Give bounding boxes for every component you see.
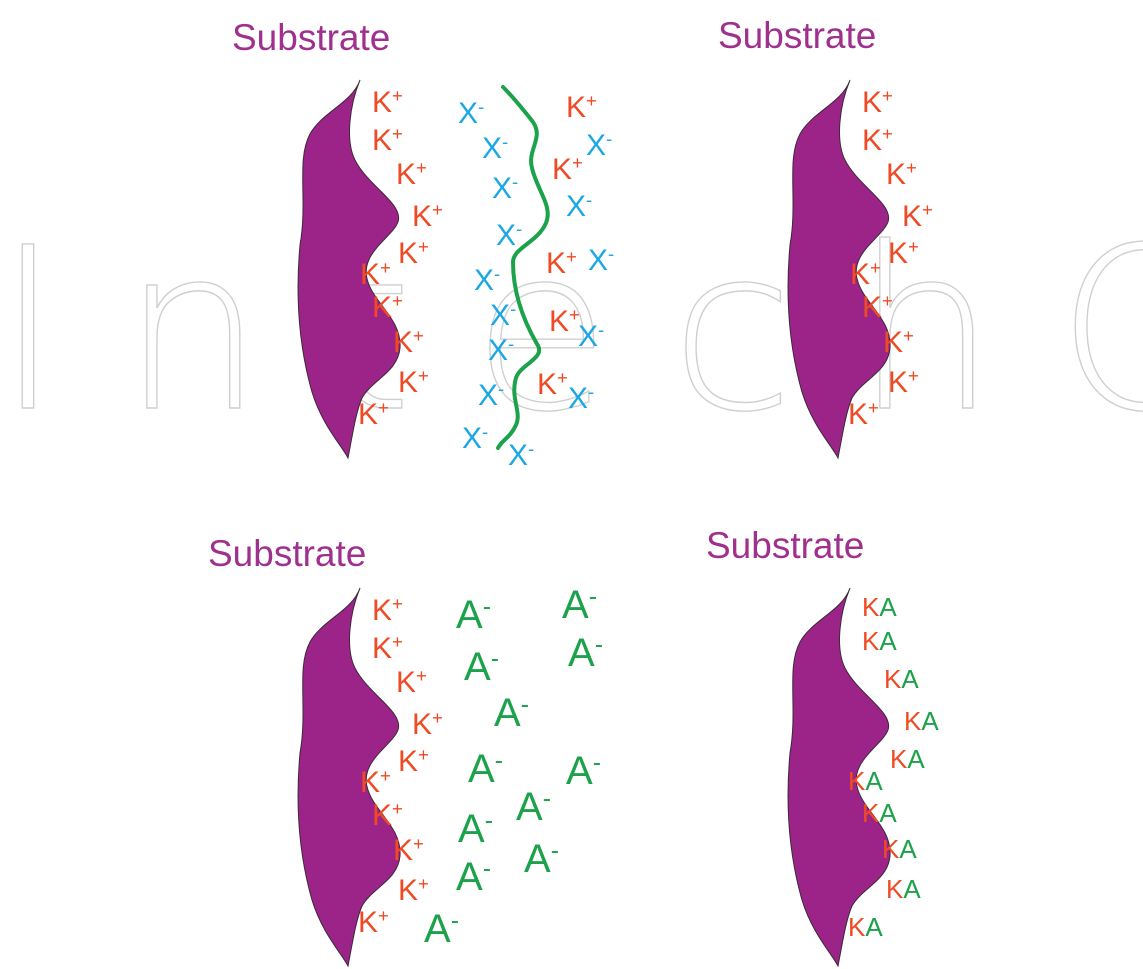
- cation-k-p1-10: K+: [358, 397, 389, 431]
- cation-k-p2-9: K+: [888, 365, 919, 399]
- cation-k-far-5: K+: [537, 367, 568, 401]
- anion-x-8: X-: [478, 378, 504, 412]
- cation-k-far-3: K+: [546, 246, 577, 280]
- anion-a-7: A-: [424, 907, 459, 951]
- cation-k-p3-6: K+: [360, 765, 391, 799]
- anion-x-12: X-: [566, 189, 592, 223]
- substrate-title-1: Substrate: [232, 17, 390, 58]
- ion-pair-ka-8: KA: [882, 834, 917, 864]
- cation-k-p1-5: K+: [398, 236, 429, 270]
- anion-a-4: A-: [468, 747, 503, 791]
- substrate-title-2: Substrate: [718, 15, 876, 56]
- cation-k-p2-10: K+: [848, 397, 879, 431]
- anion-a-6: A-: [456, 855, 491, 899]
- anion-x-4: X-: [496, 218, 522, 252]
- cation-k-p1-3: K+: [396, 157, 427, 191]
- anion-x-2: X-: [482, 131, 508, 165]
- cation-k-p1-2: K+: [372, 123, 403, 157]
- ion-pair-ka-4: KA: [904, 706, 939, 736]
- cation-k-p2-4: K+: [902, 199, 933, 233]
- cation-k-p2-8: K+: [883, 325, 914, 359]
- anion-a-3: A-: [494, 691, 529, 735]
- anion-x-11: X-: [586, 128, 612, 162]
- cation-k-p3-9: K+: [398, 873, 429, 907]
- cation-k-p2-5: K+: [888, 236, 919, 270]
- ion-pair-ka-7: KA: [862, 798, 897, 828]
- ion-pair-ka-2: KA: [862, 626, 897, 656]
- cation-k-p2-7: K+: [862, 290, 893, 324]
- cation-k-p1-9: K+: [398, 365, 429, 399]
- anion-a-10: A-: [562, 583, 597, 627]
- shape-layer: [297, 79, 891, 968]
- ion-pair-ka-5: KA: [890, 744, 925, 774]
- cation-k-p3-10: K+: [358, 905, 389, 939]
- cation-k-p2-6: K+: [850, 257, 881, 291]
- substrate-shape-3: [297, 587, 401, 968]
- cation-k-far-1: K+: [566, 90, 597, 124]
- substrate-title-4: Substrate: [706, 525, 864, 566]
- anion-a-11: A-: [568, 631, 603, 675]
- cation-k-p2-3: K+: [886, 157, 917, 191]
- anion-x-13: X-: [588, 243, 614, 277]
- cation-k-p3-4: K+: [412, 707, 443, 741]
- cation-k-p3-2: K+: [372, 631, 403, 665]
- anion-x-15: X-: [568, 381, 594, 415]
- cation-k-p3-7: K+: [372, 798, 403, 832]
- cation-k-p1-1: K+: [372, 85, 403, 119]
- cation-k-p2-2: K+: [862, 123, 893, 157]
- cation-k-p1-8: K+: [393, 325, 424, 359]
- ion-pair-ka-3: KA: [884, 664, 919, 694]
- anion-x-9: X-: [462, 421, 488, 455]
- anion-x-5: X-: [474, 263, 500, 297]
- anion-x-10: X-: [508, 438, 534, 472]
- watermark: IntechOpen: [0, 200, 1143, 462]
- anion-a-8: A-: [516, 785, 551, 829]
- cation-k-p1-4: K+: [412, 199, 443, 233]
- anion-a-12: A-: [566, 749, 601, 793]
- ion-layer: K+K+K+K+K+K+K+K+K+K+K+K+K+K+K+K+K+K+K+K+…: [358, 85, 939, 951]
- cation-k-p1-6: K+: [360, 257, 391, 291]
- ion-pair-ka-1: KA: [862, 592, 897, 622]
- cation-k-far-2: K+: [552, 152, 583, 186]
- cation-k-p3-8: K+: [393, 833, 424, 867]
- cation-k-p3-5: K+: [398, 744, 429, 778]
- anion-a-9: A-: [524, 837, 559, 881]
- cation-k-p2-1: K+: [862, 85, 893, 119]
- ion-pair-ka-9: KA: [886, 874, 921, 904]
- anion-a-5: A-: [458, 807, 493, 851]
- substrate-shape-1: [297, 79, 401, 460]
- cation-k-p3-3: K+: [396, 665, 427, 699]
- anion-a-2: A-: [464, 645, 499, 689]
- anion-x-1: X-: [458, 96, 484, 130]
- ion-pair-ka-10: KA: [848, 912, 883, 942]
- anion-x-7: X-: [488, 333, 514, 367]
- substrate-shape-4: [787, 587, 891, 968]
- anion-x-14: X-: [578, 319, 604, 353]
- membrane-boundary: [496, 85, 550, 450]
- cation-k-far-4: K+: [549, 304, 580, 338]
- ion-pair-ka-6: KA: [848, 766, 883, 796]
- anion-x-6: X-: [490, 298, 516, 332]
- substrate-title-3: Substrate: [208, 533, 366, 574]
- cation-k-p1-7: K+: [372, 290, 403, 324]
- cation-k-p3-1: K+: [372, 593, 403, 627]
- substrate-shape-2: [787, 79, 891, 460]
- anion-a-1: A-: [456, 593, 491, 637]
- anion-x-3: X-: [492, 171, 518, 205]
